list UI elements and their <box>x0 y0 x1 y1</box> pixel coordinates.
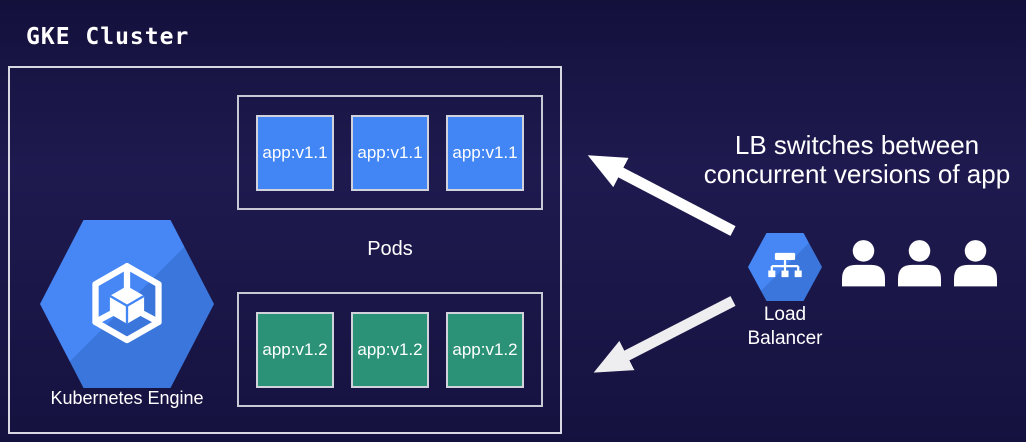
lb-annotation-text: LB switches between concurrent versions … <box>688 131 1026 189</box>
pod-app-v1-1: app:v1.1 <box>256 114 334 191</box>
load-balancer-icon <box>748 233 822 301</box>
lb-annotation-line1: LB switches between <box>734 130 980 160</box>
users-group <box>842 238 997 288</box>
lb-annotation-line2: concurrent versions of app <box>703 159 1011 189</box>
kubernetes-engine-label: Kubernetes Engine <box>50 388 204 408</box>
user-person-icon <box>898 238 941 288</box>
load-balancer-tree-glyph <box>768 252 802 278</box>
kubernetes-engine-cube-glyph <box>92 263 162 344</box>
pod-app-v1-2: app:v1.2 <box>446 311 524 388</box>
load-balancer-label: Load Balancer <box>715 303 855 351</box>
pods-group-v1-2: app:v1.2 app:v1.2 app:v1.2 <box>237 292 543 407</box>
pod-app-v1-2: app:v1.2 <box>351 311 429 388</box>
user-person-icon <box>954 238 997 288</box>
pods-group-v1-1: app:v1.1 app:v1.1 app:v1.1 <box>237 95 543 210</box>
diagram-title: GKE Cluster <box>26 24 190 50</box>
pods-label: Pods <box>367 238 413 260</box>
user-person-icon <box>842 238 885 288</box>
kubernetes-engine-icon <box>40 220 214 388</box>
load-balancer-label-line2: Balancer <box>747 328 823 349</box>
pod-app-v1-1: app:v1.1 <box>351 114 429 191</box>
load-balancer-label-line1: Load <box>763 304 807 325</box>
gke-cluster-box: Kubernetes Engine app:v1.1 app:v1.1 app:… <box>8 66 562 434</box>
pod-app-v1-2: app:v1.2 <box>256 311 334 388</box>
pod-app-v1-1: app:v1.1 <box>446 114 524 191</box>
